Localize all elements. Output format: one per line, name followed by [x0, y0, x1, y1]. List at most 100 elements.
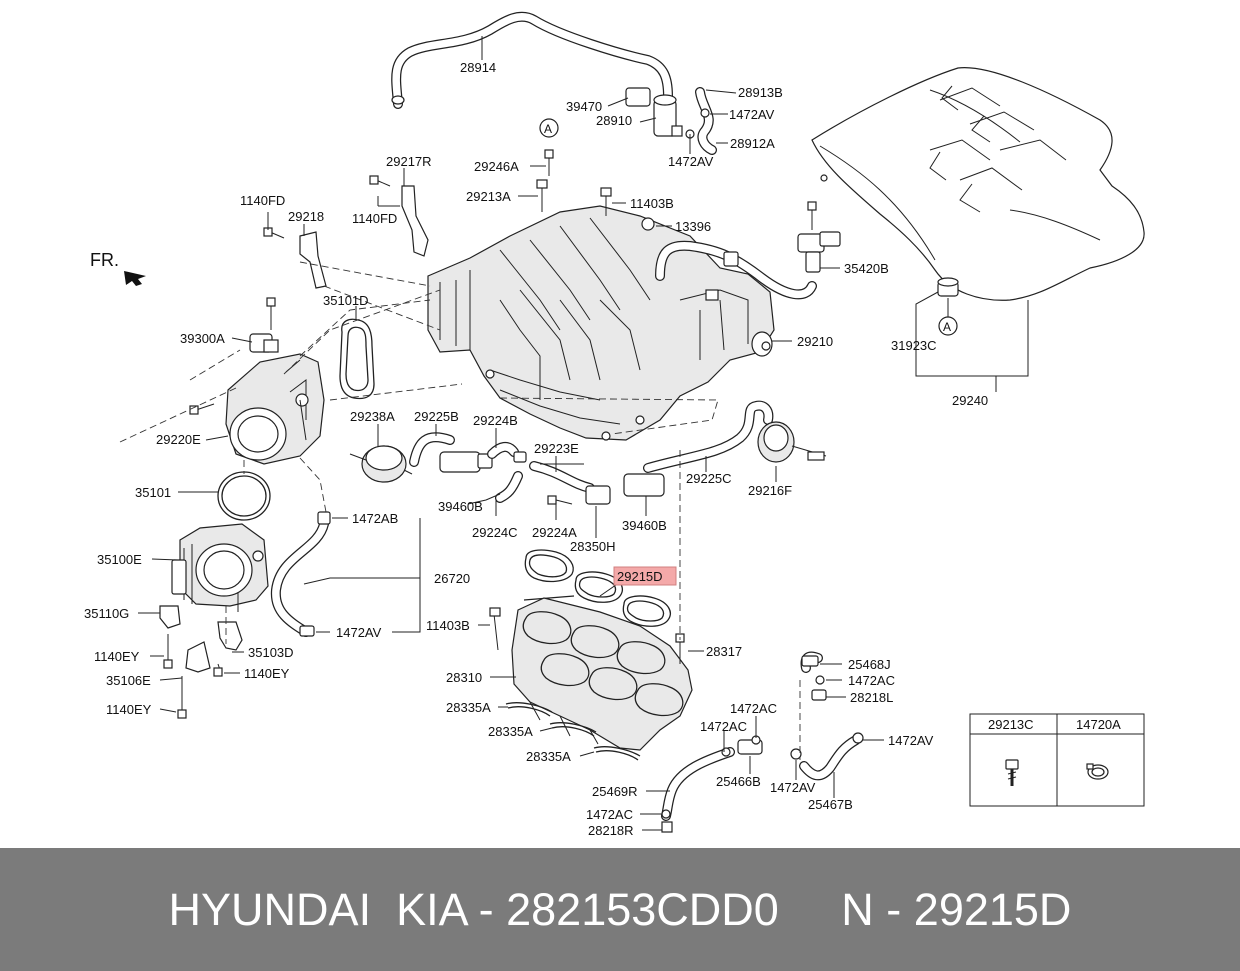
- callout-29224A[interactable]: 29224A: [532, 525, 577, 540]
- callout-35101D[interactable]: 35101D: [323, 293, 369, 308]
- hose-clamp-icon: [1086, 763, 1109, 780]
- callout-1472AC-b[interactable]: 1472AC: [730, 701, 777, 716]
- callout-39300A[interactable]: 39300A: [180, 331, 225, 346]
- callout-31923C[interactable]: 31923C: [891, 338, 937, 353]
- circle-marker-a: A: [943, 320, 951, 334]
- callout-29224B[interactable]: 29224B: [473, 413, 518, 428]
- highlight-29215D: [613, 566, 677, 586]
- callout-39470[interactable]: 39470: [566, 99, 602, 114]
- callout-25466B[interactable]: 25466B: [716, 774, 761, 789]
- direction-label: FR.: [90, 250, 119, 270]
- callout-1140FD-b[interactable]: 1140FD: [352, 211, 397, 226]
- callout-1472AV-b[interactable]: 1472AV: [668, 154, 714, 169]
- callout-29213A[interactable]: 29213A: [466, 189, 511, 204]
- callout-29238A[interactable]: 29238A: [350, 409, 395, 424]
- callout-39460B-a[interactable]: 39460B: [438, 499, 483, 514]
- callout-28335A-c[interactable]: 28335A: [526, 749, 571, 764]
- callout-28335A-b[interactable]: 28335A: [488, 724, 533, 739]
- callout-28317[interactable]: 28317: [706, 644, 742, 659]
- callout-1140EY-a[interactable]: 1140EY: [94, 649, 140, 664]
- callout-1472AB[interactable]: 1472AB: [352, 511, 398, 526]
- callout-25468J[interactable]: 25468J: [848, 657, 891, 672]
- callout-1140EY-c[interactable]: 1140EY: [106, 702, 152, 717]
- callout-28914[interactable]: 28914: [460, 60, 496, 75]
- callout-28350H[interactable]: 28350H: [570, 539, 616, 554]
- leader-lines: [138, 36, 1029, 831]
- callout-1472AC-d[interactable]: 1472AC: [586, 807, 633, 822]
- callout-29216F[interactable]: 29216F: [748, 483, 792, 498]
- breather-hose-28914: [391, 11, 673, 109]
- assembly-lines: [119, 261, 801, 760]
- callout-28912A[interactable]: 28912A: [730, 136, 775, 151]
- part-number-caption: HYUNDAI KIA - 282153CDD0 N - 29215D: [168, 884, 1072, 935]
- callout-25467B[interactable]: 25467B: [808, 797, 853, 812]
- callout-29210[interactable]: 29210: [797, 334, 833, 349]
- callout-1472AV-e[interactable]: 1472AV: [770, 780, 816, 795]
- callout-35106E[interactable]: 35106E: [106, 673, 151, 688]
- callout-29215D[interactable]: 29215D: [617, 569, 663, 584]
- solenoid-group-center: [349, 432, 665, 505]
- callout-35420B[interactable]: 35420B: [844, 261, 889, 276]
- callout-29220E[interactable]: 29220E: [156, 432, 201, 447]
- callout-39460B-b[interactable]: 39460B: [622, 518, 667, 533]
- hose-26720: [270, 511, 331, 637]
- callout-29223E[interactable]: 29223E: [534, 441, 579, 456]
- callout-11403B-a[interactable]: 11403B: [630, 196, 674, 211]
- callout-1140EY-b[interactable]: 1140EY: [244, 666, 290, 681]
- callout-labels: 28914 28913B 39470 1472AV 28910 28912A 1…: [84, 60, 988, 838]
- bolt-icon: [1005, 759, 1019, 786]
- callout-28218L[interactable]: 28218L: [850, 690, 893, 705]
- callout-35100E[interactable]: 35100E: [97, 552, 142, 567]
- callout-29225B[interactable]: 29225B: [414, 409, 459, 424]
- pcv-valve-group: [625, 87, 717, 155]
- throttle-body-29220E: [189, 297, 325, 465]
- legend-table: 29213C 14720A: [969, 713, 1145, 807]
- callout-1472AC-a[interactable]: 1472AC: [848, 673, 895, 688]
- callout-29225C[interactable]: 29225C: [686, 471, 732, 486]
- callout-35103D[interactable]: 35103D: [248, 645, 294, 660]
- callout-29218[interactable]: 29218: [288, 209, 324, 224]
- callout-11403B-b[interactable]: 11403B: [426, 618, 470, 633]
- intake-plenum-29210: [427, 205, 775, 441]
- callout-29217R[interactable]: 29217R: [386, 154, 432, 169]
- diagram-canvas: FR. A: [84, 11, 1145, 838]
- engine-cover-29240: [811, 67, 1145, 301]
- callout-29246A[interactable]: 29246A: [474, 159, 519, 174]
- callout-1472AV-d[interactable]: 1472AV: [888, 733, 934, 748]
- bracket-29217R: [401, 185, 429, 257]
- callout-1472AC-c[interactable]: 1472AC: [700, 719, 747, 734]
- bracket-29218: [299, 231, 327, 289]
- callout-35110G[interactable]: 35110G: [84, 606, 129, 621]
- footer-banner: HYUNDAI KIA - 282153CDD0 N - 29215D: [0, 848, 1240, 971]
- callout-28913B[interactable]: 28913B: [738, 85, 783, 100]
- front-direction-marker: FR.: [90, 250, 146, 286]
- grommet-31923C: A: [937, 277, 959, 336]
- gasket-35101D: [339, 318, 375, 400]
- callout-13396[interactable]: 13396: [675, 219, 711, 234]
- callout-26720[interactable]: 26720: [434, 571, 470, 586]
- legend-header-14720A: 14720A: [1076, 717, 1121, 732]
- callout-29224C[interactable]: 29224C: [472, 525, 518, 540]
- callout-35101[interactable]: 35101: [135, 485, 171, 500]
- legend-header-29213C: 29213C: [988, 717, 1034, 732]
- callout-28218R[interactable]: 28218R: [588, 823, 634, 838]
- throttle-body-assy-35100E: [171, 523, 269, 607]
- callout-29240[interactable]: 29240: [952, 393, 988, 408]
- lower-manifold-28310: [489, 597, 693, 751]
- bolts-top: A: [263, 118, 655, 239]
- callout-28310[interactable]: 28310: [446, 670, 482, 685]
- gasket-ring-35101: [217, 471, 271, 521]
- circle-marker-a2: A: [544, 122, 552, 136]
- hose-29225C: [643, 400, 774, 473]
- callout-1140FD-a[interactable]: 1140FD: [240, 193, 285, 208]
- brackets-bottom-left: [159, 592, 243, 719]
- callout-25469R[interactable]: 25469R: [592, 784, 638, 799]
- gaskets-28335A: [505, 702, 641, 761]
- arrow-icon: [124, 271, 146, 286]
- callout-28335A-a[interactable]: 28335A: [446, 700, 491, 715]
- callout-1472AV-a[interactable]: 1472AV: [729, 107, 775, 122]
- callout-28910[interactable]: 28910: [596, 113, 632, 128]
- callout-1472AV-c[interactable]: 1472AV: [336, 625, 382, 640]
- actuator-29216F: [757, 421, 827, 463]
